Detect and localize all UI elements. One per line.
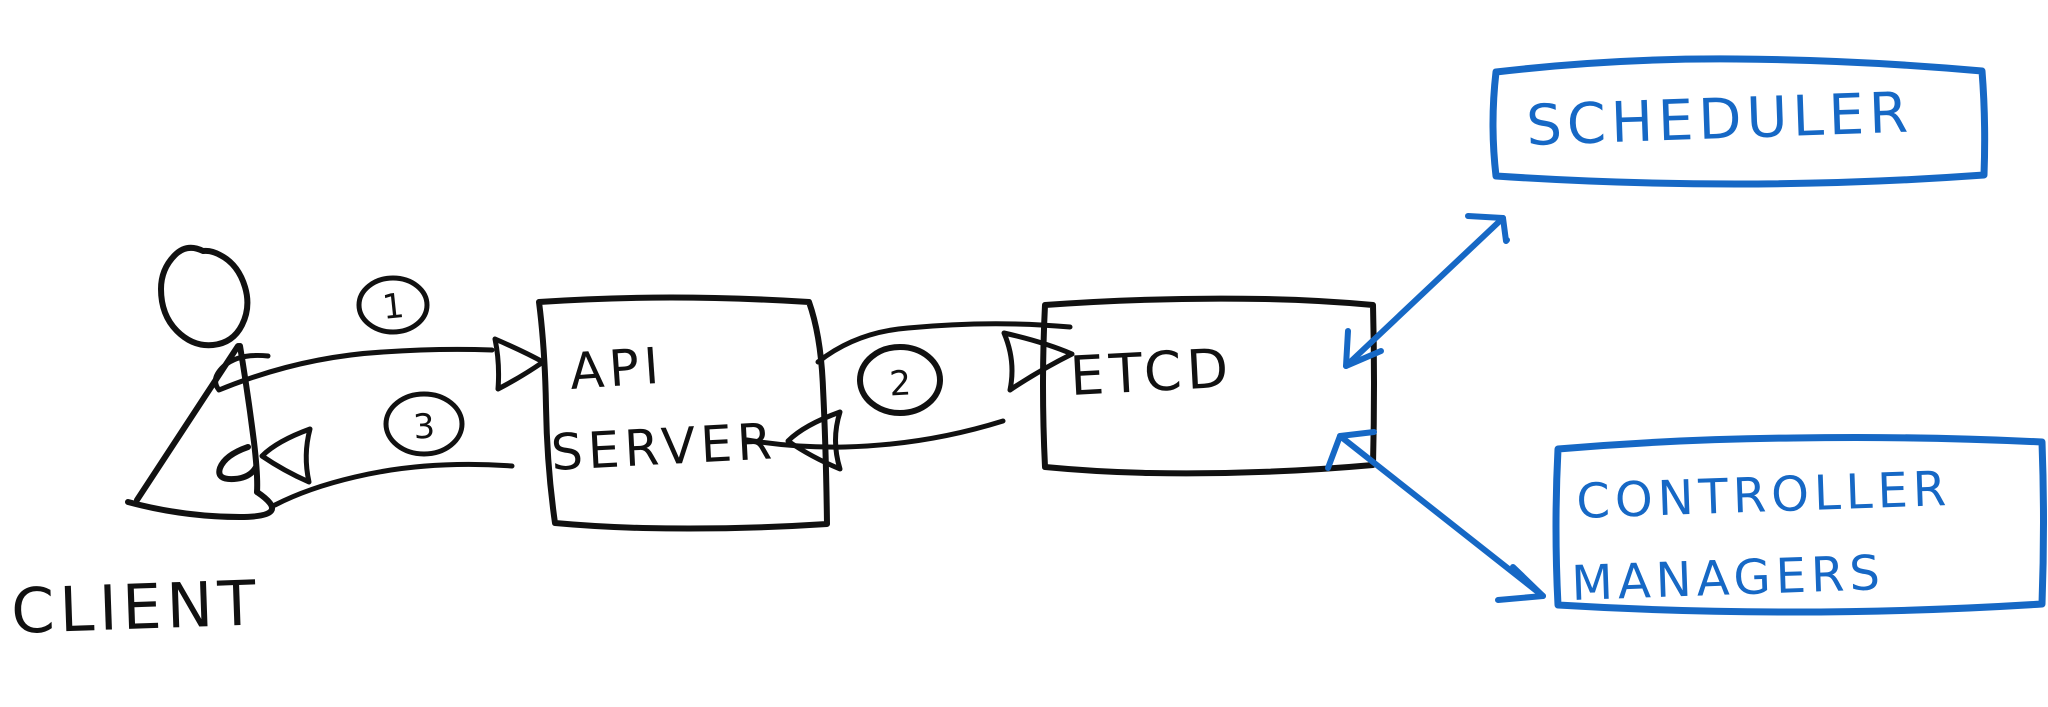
edge-2-arrowhead-backward	[785, 409, 843, 472]
edge-scheduler-arrowhead-left	[1343, 328, 1384, 369]
badge-2-value: 2	[888, 363, 912, 404]
api-server-label-line2: SERVER	[550, 412, 779, 482]
etcd-label: ETCD	[1068, 337, 1234, 408]
edge-controller-managers-arrowhead-right	[1495, 564, 1546, 603]
edge-2-path-forward	[815, 321, 1073, 365]
edge-1-path	[212, 346, 495, 393]
controller-managers-label-line1: CONTROLLER	[1575, 461, 1952, 530]
client-body-base	[125, 489, 275, 520]
badge-1-circle	[356, 275, 430, 335]
client-arm	[216, 444, 259, 483]
badge-3: 3	[383, 391, 465, 457]
scheduler-box	[1489, 55, 1989, 188]
edge-api-server-to-etcd[interactable]: 2	[744, 321, 1075, 472]
controller-managers-box	[1552, 434, 2047, 616]
client-head	[158, 244, 251, 349]
badge-2-circle	[857, 344, 943, 416]
edge-2-path-backward	[744, 418, 1006, 450]
node-controller-managers[interactable]: CONTROLLER MANAGERS	[1552, 434, 2047, 616]
edge-3-path	[272, 461, 515, 508]
edge-1-arrowhead	[492, 336, 546, 392]
badge-3-circle	[383, 391, 465, 457]
client-body-right	[237, 343, 261, 495]
edge-2-arrowhead-forward	[1001, 330, 1075, 393]
edge-etcd-to-scheduler[interactable]	[1343, 213, 1510, 369]
api-server-box	[536, 294, 830, 532]
badge-1-value: 1	[380, 286, 406, 328]
node-etcd[interactable]: ETCD	[1040, 295, 1377, 477]
node-client[interactable]: CLIENT	[10, 244, 275, 648]
client-label: CLIENT	[10, 566, 262, 648]
edge-scheduler-arrowhead-right	[1465, 213, 1510, 244]
edge-3-arrowhead	[259, 426, 313, 485]
badge-1: 1	[356, 275, 430, 335]
edge-controller-managers-path	[1337, 433, 1546, 599]
badge-3-value: 3	[412, 406, 436, 447]
scheduler-label: SCHEDULER	[1525, 81, 1914, 159]
controller-managers-label-line2: MANAGERS	[1570, 545, 1885, 612]
node-api-server[interactable]: API SERVER	[536, 294, 830, 532]
edge-etcd-to-controller-managers[interactable]	[1325, 429, 1546, 603]
edge-scheduler-path	[1343, 215, 1506, 369]
badge-2: 2	[857, 344, 943, 416]
edge-controller-managers-arrowhead-left	[1325, 429, 1377, 471]
api-server-label-line1: API	[568, 337, 666, 401]
edge-client-to-api-server[interactable]: 1	[212, 275, 546, 393]
edge-api-server-to-client[interactable]: 3	[259, 391, 515, 508]
node-scheduler[interactable]: SCHEDULER	[1489, 55, 1989, 188]
